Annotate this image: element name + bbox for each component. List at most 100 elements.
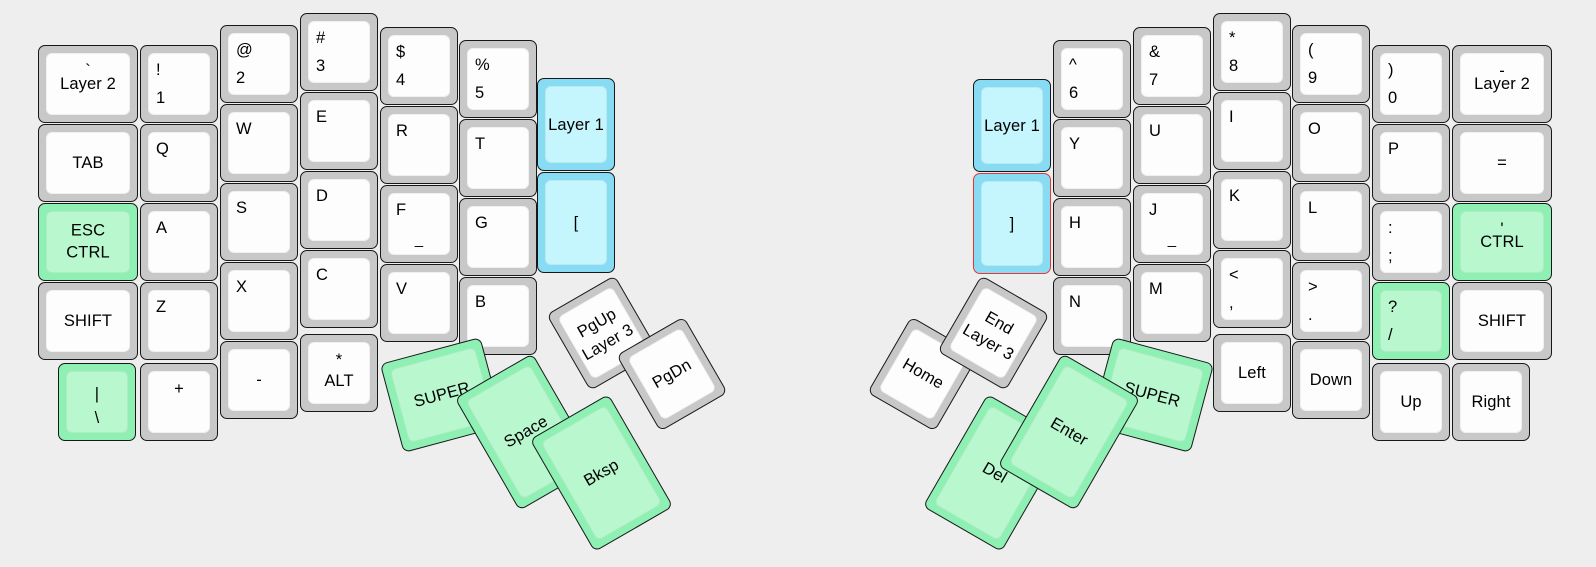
key-r-c7-r3[interactable]: 'CTRL xyxy=(1452,203,1552,281)
legend-base: Z xyxy=(156,298,167,316)
keycap: Q xyxy=(148,132,210,194)
legend-center: Layer 1 xyxy=(984,116,1040,135)
key-r-c6-r3[interactable]: :; xyxy=(1372,203,1450,281)
key-l-c2-r1[interactable]: !1 xyxy=(140,45,218,123)
keycap: R xyxy=(388,114,450,176)
key-r-c7-r2[interactable]: = xyxy=(1452,124,1552,202)
key-l-c7-r1[interactable]: Layer 1 xyxy=(537,78,615,171)
key-l-c2-r2[interactable]: Q xyxy=(140,124,218,202)
key-r-c3-r4[interactable]: M xyxy=(1133,264,1211,342)
legend-base: Y xyxy=(1069,135,1081,153)
key-l-c1-r4[interactable]: SHIFT xyxy=(38,282,138,360)
key-r-c2-r3[interactable]: H xyxy=(1053,198,1131,276)
key-l-c4-r4[interactable]: C xyxy=(300,250,378,328)
legend-shifted: ( xyxy=(1308,41,1314,59)
key-l-c4-r3[interactable]: D xyxy=(300,171,378,249)
key-r-c4-r1[interactable]: *8 xyxy=(1213,13,1291,91)
key-r-c4-r3[interactable]: K xyxy=(1213,171,1291,249)
key-r-c7-r4[interactable]: SHIFT xyxy=(1452,282,1552,360)
key-r-c2-r4[interactable]: N xyxy=(1053,277,1131,355)
key-l-c5-r1[interactable]: $4 xyxy=(380,27,458,105)
key-r-c5-r2[interactable]: O xyxy=(1292,104,1370,182)
key-l-c5-r4[interactable]: V xyxy=(380,264,458,342)
key-l-c6-r2[interactable]: T xyxy=(459,119,537,197)
key-l-c5-r3[interactable]: F_ xyxy=(380,185,458,263)
key-r-c6-r4[interactable]: ?/ xyxy=(1372,282,1450,360)
key-l-c1-r1[interactable]: `Layer 2 xyxy=(38,45,138,123)
key-l-c4-r2[interactable]: E xyxy=(300,92,378,170)
key-r-c3-r3[interactable]: J_ xyxy=(1133,185,1211,263)
key-l-c6-r3[interactable]: G xyxy=(459,198,537,276)
key-l-c4-r1[interactable]: #3 xyxy=(300,13,378,91)
keycap: E xyxy=(308,100,370,162)
legend-base: . xyxy=(1308,305,1313,324)
legend-base: B xyxy=(475,293,487,311)
key-l-c3-r3[interactable]: S xyxy=(220,183,298,261)
legend-base: 2 xyxy=(236,68,246,87)
legend-base: M xyxy=(1149,280,1163,298)
keycap: D xyxy=(308,179,370,241)
legend-shifted: ` xyxy=(85,62,91,80)
keycap: A xyxy=(148,211,210,273)
key-r-c6-r1[interactable]: )0 xyxy=(1372,45,1450,123)
key-r-c7-r5[interactable]: Right xyxy=(1452,363,1530,441)
key-r-c1-r1[interactable]: Layer 1 xyxy=(973,79,1051,172)
key-l-c3-r1[interactable]: @2 xyxy=(220,25,298,103)
key-r-c3-r1[interactable]: &7 xyxy=(1133,27,1211,105)
legend-center: Left xyxy=(1238,363,1266,382)
keycap: = xyxy=(1460,132,1544,194)
keycap: F_ xyxy=(388,193,450,255)
key-r-c4-r2[interactable]: I xyxy=(1213,92,1291,170)
keycap: #3 xyxy=(308,21,370,83)
legend-shifted: % xyxy=(475,56,490,74)
keycap: - xyxy=(228,349,290,411)
keycap: C xyxy=(308,258,370,320)
keycap: TAB xyxy=(46,132,130,194)
key-l-c5-r2[interactable]: R xyxy=(380,106,458,184)
key-r-c4-r4[interactable]: <, xyxy=(1213,250,1291,328)
key-l-c1-r2[interactable]: TAB xyxy=(38,124,138,202)
legend-base: 6 xyxy=(1069,83,1079,102)
keycap: |\ xyxy=(66,371,128,433)
key-r-c6-r5[interactable]: Up xyxy=(1372,363,1450,441)
legend-center: = xyxy=(1497,153,1507,172)
key-l-c3-r4[interactable]: X xyxy=(220,262,298,340)
key-l-c2-r4[interactable]: Z xyxy=(140,282,218,360)
key-r-c4-r5[interactable]: Left xyxy=(1213,334,1291,412)
key-r-c2-r1[interactable]: ^6 xyxy=(1053,40,1131,118)
key-l-c3-r5[interactable]: - xyxy=(220,341,298,419)
keycap: (9 xyxy=(1300,33,1362,95)
key-r-c3-r2[interactable]: U xyxy=(1133,106,1211,184)
key-r-c2-r2[interactable]: Y xyxy=(1053,119,1131,197)
keycap: J_ xyxy=(1141,193,1203,255)
keycap: V xyxy=(388,272,450,334)
key-r-c5-r3[interactable]: L xyxy=(1292,183,1370,261)
key-r-c1-r2[interactable]: ] xyxy=(973,173,1051,274)
legend-center: Layer 2 xyxy=(60,74,116,93)
legend-shifted: # xyxy=(316,29,326,47)
key-r-c6-r2[interactable]: P xyxy=(1372,124,1450,202)
keycap: G xyxy=(467,206,529,268)
key-r-c5-r5[interactable]: Down xyxy=(1292,341,1370,419)
key-r-c5-r4[interactable]: >. xyxy=(1292,262,1370,340)
legend-base: P xyxy=(1388,140,1400,158)
key-l-c4-r5[interactable]: *ALT xyxy=(300,334,378,412)
key-l-c2-r3[interactable]: A xyxy=(140,203,218,281)
key-r-c5-r1[interactable]: (9 xyxy=(1292,25,1370,103)
legend-base: J xyxy=(1149,201,1158,219)
legend-base: S xyxy=(236,199,248,217)
legend-base: 9 xyxy=(1308,68,1318,87)
legend-base: U xyxy=(1149,122,1162,140)
key-r-c7-r1[interactable]: -Layer 2 xyxy=(1452,45,1552,123)
keycap: *ALT xyxy=(308,342,370,404)
key-l-c2-r5[interactable]: + xyxy=(140,363,218,441)
legend-base: 4 xyxy=(396,70,406,89)
key-l-c1-r5[interactable]: |\ xyxy=(58,363,136,441)
legend-base: 7 xyxy=(1149,70,1159,89)
key-l-c6-r1[interactable]: %5 xyxy=(459,40,537,118)
key-l-c3-r2[interactable]: W xyxy=(220,104,298,182)
key-l-c7-r2[interactable]: [ xyxy=(537,172,615,273)
legend-shifted: $ xyxy=(396,43,406,61)
